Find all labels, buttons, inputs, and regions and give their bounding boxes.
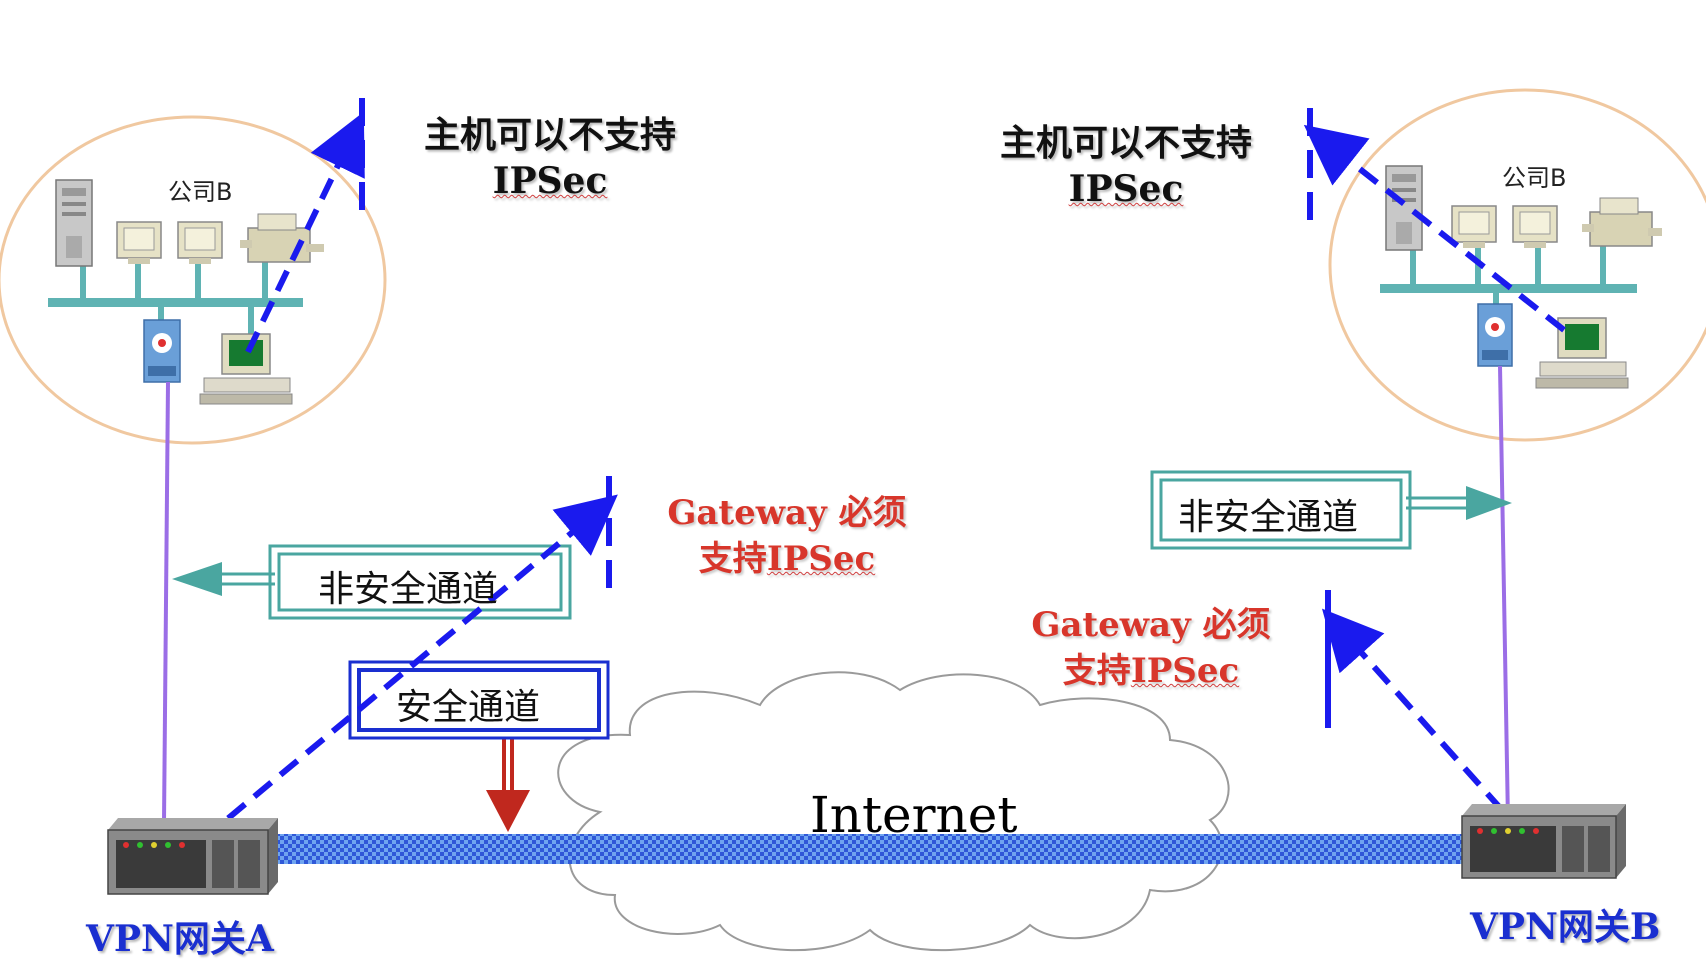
left-server-icon bbox=[55, 179, 93, 267]
left-switch-icon bbox=[143, 319, 181, 383]
unsafe-channel-right-label: 非安全通道 bbox=[1178, 497, 1359, 538]
right-host-note-line1: 主机可以不支持 bbox=[999, 122, 1252, 164]
left-gateway-dashed-arrow bbox=[200, 494, 618, 843]
unsafe-right-arrow bbox=[1406, 486, 1512, 520]
left-host-dashed-arrow bbox=[245, 111, 365, 354]
right-workstation-icon bbox=[1512, 205, 1558, 248]
right-gateway-dashed-arrow bbox=[1322, 608, 1505, 812]
unsafe-channel-left-label: 非安全通道 bbox=[318, 569, 499, 610]
right-host-note: 主机可以不支持 IPSec bbox=[976, 120, 1276, 212]
red-down-arrow bbox=[486, 734, 530, 832]
left-gateway-note-line1: Gateway 必须 bbox=[667, 493, 907, 533]
left-host-note: 主机可以不支持 IPSec bbox=[400, 112, 700, 204]
right-server-icon bbox=[1385, 165, 1423, 251]
vpn-gateway-a-device bbox=[107, 818, 278, 895]
left-company-label: 公司B bbox=[168, 178, 233, 206]
unsafe-channel-left-box bbox=[268, 544, 572, 620]
unsafe-left-arrow bbox=[172, 562, 275, 596]
internet-cloud bbox=[557, 671, 1230, 952]
safe-channel-box bbox=[348, 660, 610, 740]
right-host-dashed-arrow bbox=[1303, 124, 1566, 333]
right-uplink bbox=[1498, 365, 1510, 823]
right-site-circle bbox=[1328, 88, 1706, 442]
vpn-gateway-b-label: VPN网关B bbox=[1470, 906, 1661, 948]
vpn-gateway-b-device bbox=[1461, 804, 1626, 879]
right-gateway-note-line2-en: IPSec bbox=[1130, 651, 1240, 691]
left-printer-icon bbox=[240, 213, 324, 263]
right-gateway-note-line2-prefix: 支持 bbox=[1062, 651, 1131, 691]
left-uplink bbox=[162, 381, 170, 823]
safe-channel-label: 安全通道 bbox=[396, 687, 541, 728]
left-workstation-icon bbox=[177, 221, 223, 264]
left-lan bbox=[48, 262, 303, 337]
secure-tunnel bbox=[270, 834, 1475, 864]
left-gateway-note-line2-prefix: 支持 bbox=[698, 539, 767, 579]
internet-label: Internet bbox=[810, 786, 1018, 844]
right-switch-icon bbox=[1477, 303, 1513, 367]
right-gateway-note-line1: Gateway 必须 bbox=[1031, 605, 1271, 645]
right-workstation-icon bbox=[1451, 205, 1497, 248]
left-gateway-note: Gateway 必须 支持IPSec bbox=[652, 490, 922, 582]
left-workstation-icon bbox=[116, 221, 162, 264]
left-host-note-line2: IPSec bbox=[492, 160, 608, 202]
vpn-gateway-a-label: VPN网关A bbox=[86, 918, 274, 960]
right-company-label: 公司B bbox=[1502, 164, 1567, 192]
left-gateway-note-line2-en: IPSec bbox=[766, 539, 876, 579]
right-host-note-line2: IPSec bbox=[1068, 168, 1184, 210]
left-pc-icon bbox=[199, 333, 293, 405]
left-host-note-line1: 主机可以不支持 bbox=[423, 114, 676, 156]
right-printer-icon bbox=[1582, 197, 1662, 247]
right-gateway-note: Gateway 必须 支持IPSec bbox=[1016, 602, 1286, 694]
unsafe-channel-right-box bbox=[1150, 470, 1412, 550]
left-site-circle bbox=[0, 115, 387, 445]
right-pc-icon bbox=[1535, 317, 1629, 389]
